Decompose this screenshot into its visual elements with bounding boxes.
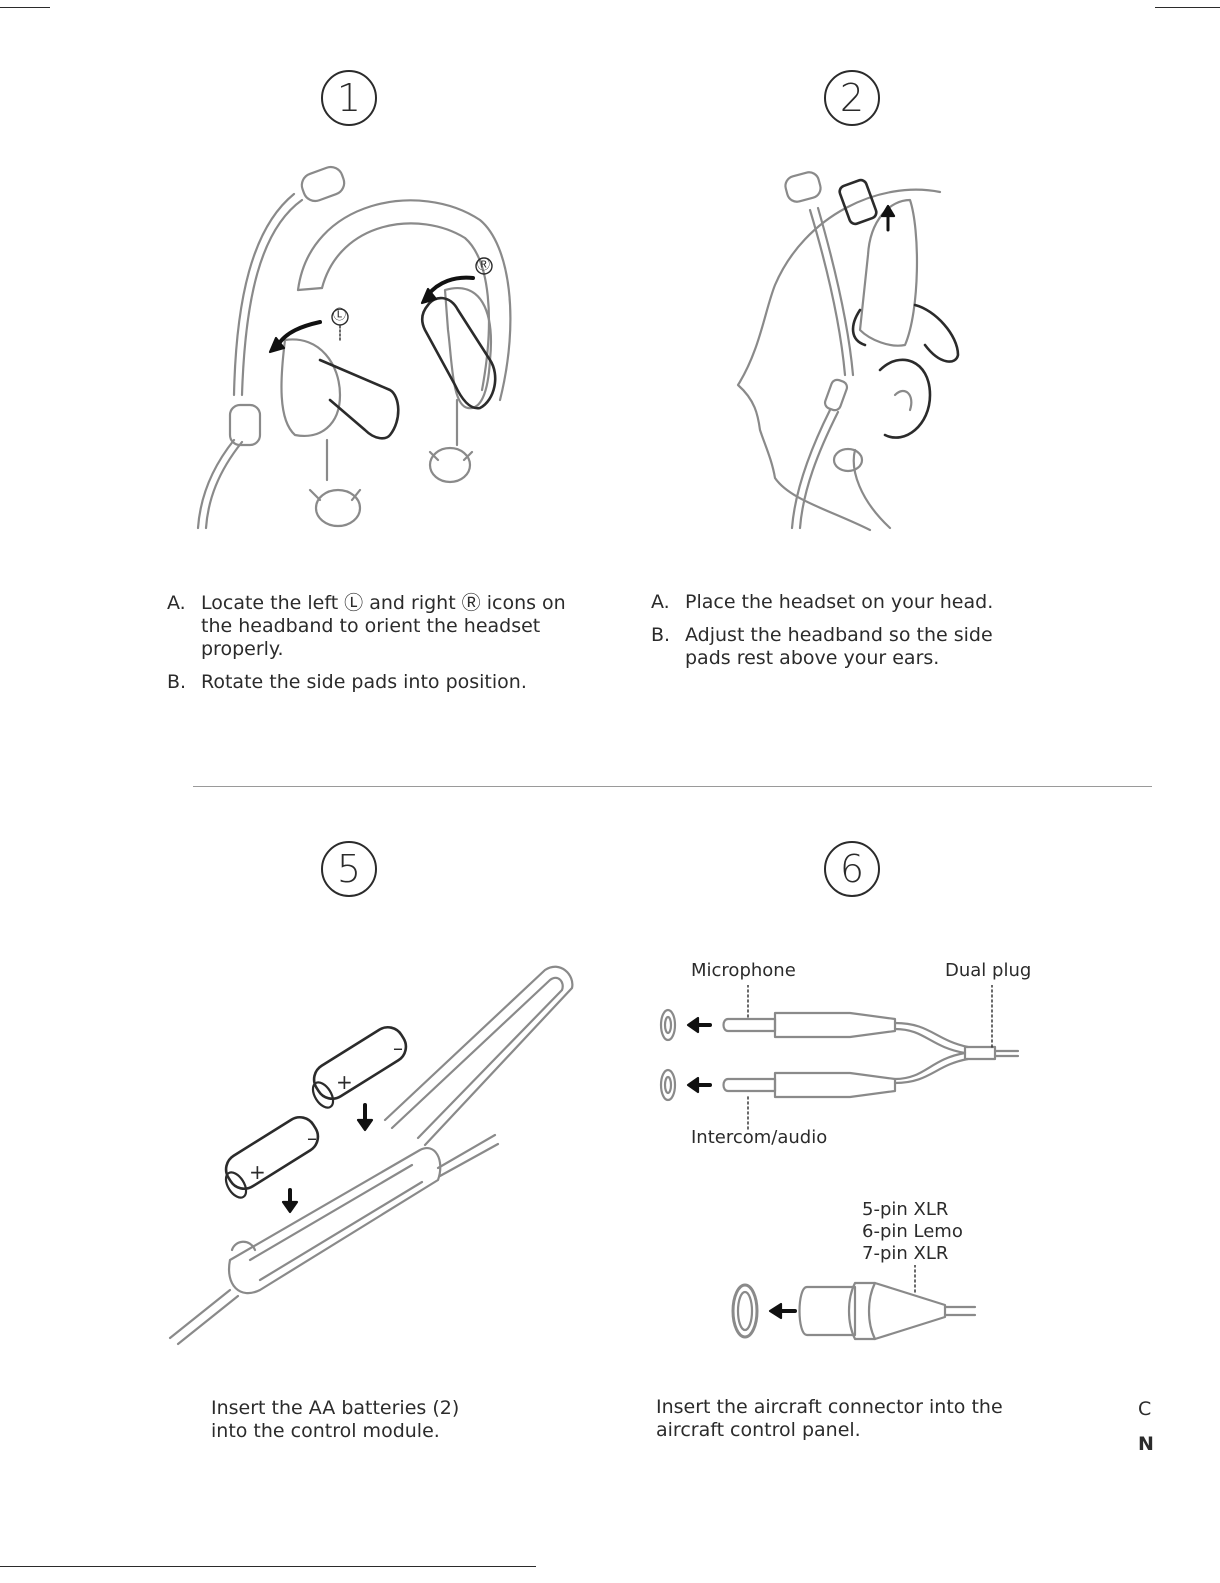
battery2-plus: + (249, 1160, 266, 1184)
step2-item-a: A. Place the headset on your head. (651, 591, 1031, 614)
top-right-rule (1155, 7, 1220, 8)
dual-plug-label: Dual plug (945, 960, 1031, 982)
step-number-6: 6 (824, 841, 880, 897)
step1-letter-b: B. (167, 671, 186, 694)
step-number-2: 2 (824, 70, 880, 126)
step2-instructions: A. Place the headset on your head. B. Adju… (651, 591, 1031, 680)
step2-item-b: B. Adjust the headband so the side pads r… (651, 624, 1031, 670)
step5-caption: Insert the AA batteries (2) into the con… (211, 1397, 491, 1443)
xlr5-label: 5-pin XLR (862, 1199, 948, 1221)
cutoff-text-1: C (1138, 1398, 1151, 1421)
step1-item-b: B. Rotate the side pads into position. (167, 671, 567, 694)
dual-plug-illustration (650, 985, 1030, 1135)
cutoff-text-2: N (1138, 1433, 1154, 1456)
xlr-connector-illustration (725, 1265, 985, 1345)
battery1-minus: – (393, 1036, 403, 1060)
battery2-minus: – (307, 1126, 317, 1150)
step6-caption: Insert the aircraft connector into the a… (656, 1396, 1036, 1442)
step1-illustration (190, 160, 530, 535)
step-number-1: 1 (321, 70, 377, 126)
top-left-rule (0, 7, 50, 8)
bottom-rule (0, 1566, 536, 1567)
battery1-plus: + (336, 1070, 353, 1094)
left-icon-marker: Ⓛ (333, 305, 346, 327)
step1-instructions: A. Locate the left Ⓛ and right Ⓡ icons on… (167, 592, 567, 704)
right-icon-marker: Ⓡ (477, 255, 490, 277)
xlr7-label: 7-pin XLR (862, 1243, 948, 1265)
step2-text-a: Place the headset on your head. (685, 591, 993, 613)
step2-letter-a: A. (651, 591, 670, 614)
step2-text-b: Adjust the headband so the side pads res… (685, 624, 993, 669)
step1-text-a: Locate the left Ⓛ and right Ⓡ icons on t… (201, 592, 566, 660)
lemo6-label: 6-pin Lemo (862, 1221, 963, 1243)
step2-illustration (730, 160, 980, 535)
step-number-5: 5 (321, 841, 377, 897)
microphone-label: Microphone (691, 960, 796, 982)
step1-text-b: Rotate the side pads into position. (201, 671, 527, 693)
step1-letter-a: A. (167, 592, 186, 615)
step5-illustration (160, 960, 590, 1350)
step2-letter-b: B. (651, 624, 670, 647)
section-divider (193, 786, 1152, 787)
step1-item-a: A. Locate the left Ⓛ and right Ⓡ icons on… (167, 592, 567, 661)
